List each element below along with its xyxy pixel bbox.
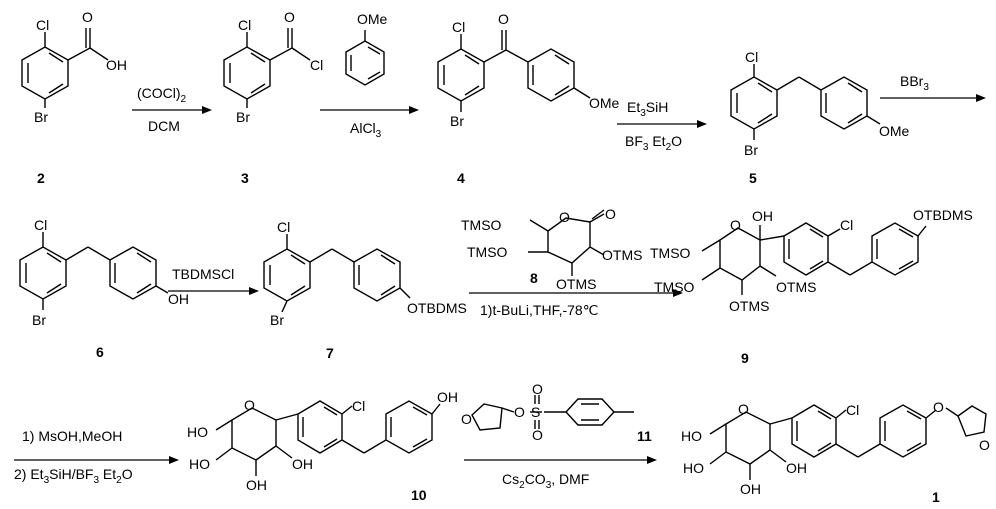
compound-10-oh-right: OH <box>292 456 313 472</box>
compound-9-otms-right: OTMS <box>776 279 816 295</box>
compound-6-cl: Cl <box>34 217 47 233</box>
compound-11-structure: O O O S O <box>461 381 634 443</box>
compound-9-cl: Cl <box>840 217 853 233</box>
compound-11-ester-o: O <box>514 404 525 420</box>
compound-2-carbonyl-o: O <box>82 9 93 25</box>
compound-11-s-o-top: O <box>532 381 543 397</box>
compound-1-ether-o: O <box>933 399 944 415</box>
step-4-5-lewis-acid: BF3 Et2O <box>625 133 682 153</box>
compound-1-oh-bottom: OH <box>740 481 761 497</box>
compound-4-br: Br <box>450 113 464 129</box>
compound-7-structure: Cl Br OTBDMS <box>263 219 467 328</box>
compound-1-ho-left: HO <box>683 460 704 476</box>
compound-5-structure: Cl Br OMe <box>730 49 910 158</box>
step-10-1-conditions: Cs2CO3, DMF <box>502 471 589 491</box>
compound-6-oh: OH <box>168 291 189 307</box>
compound-7-otbdms: OTBDMS <box>407 300 467 316</box>
compound-8-carbonyl-o: O <box>605 206 616 222</box>
compound-6-br: Br <box>32 312 46 328</box>
compound-10-cl: Cl <box>352 398 365 414</box>
anisole-structure: OMe <box>345 11 388 86</box>
compound-2-label: 2 <box>37 170 45 186</box>
anisole-ome: OMe <box>357 11 388 27</box>
compound-5-ome: OMe <box>879 123 910 139</box>
compound-2-oh: OH <box>106 57 127 73</box>
compound-4-cl: Cl <box>452 19 465 35</box>
compound-4-structure: Cl O Br OMe <box>437 11 620 129</box>
compound-3-carbonyl-o: O <box>284 9 295 25</box>
compound-11-label: 11 <box>637 428 652 444</box>
compound-10-label: 10 <box>411 487 427 503</box>
step-7-9-conditions: 1)t-BuLi,THF,-78℃ <box>480 302 598 318</box>
step-arrow-5-6 <box>880 94 986 102</box>
compound-4-carbonyl-o: O <box>498 11 509 27</box>
compound-3-label: 3 <box>241 170 249 186</box>
compound-9-structure: O OH Cl OTBDMS TMSO TMSO OTMS OTMS <box>650 207 973 314</box>
step-4-5-reagent: Et3SiH <box>627 99 668 119</box>
compound-10-ho-top: HO <box>187 424 208 440</box>
compound-7-cl: Cl <box>277 219 290 235</box>
compound-3-structure: Cl O Cl Br <box>223 9 323 125</box>
compound-4-label: 4 <box>457 170 465 186</box>
compound-11-s: S <box>531 404 540 420</box>
compound-3-cl: Cl <box>238 17 251 33</box>
compound-2-cl: Cl <box>36 17 49 33</box>
compound-9-otms-bottom: OTMS <box>729 298 769 314</box>
compound-8-otms-right: OTMS <box>602 247 642 263</box>
compound-8-tmso-left: TMSO <box>467 244 508 260</box>
compound-8-label: 8 <box>530 270 538 286</box>
step-5-6-reagent: BBr3 <box>900 73 929 93</box>
compound-1-cl: Cl <box>846 402 859 418</box>
compound-7-br: Br <box>270 312 284 328</box>
compound-11-ring-o: O <box>461 411 472 427</box>
step-arrow-9-10 <box>14 456 179 464</box>
compound-6-structure: Cl Br OH <box>19 217 189 328</box>
compound-11-s-o-bottom: O <box>532 427 543 443</box>
compound-1-oh-right: OH <box>786 460 807 476</box>
compound-10-oh-bottom: OH <box>246 477 267 493</box>
compound-10-phenol-oh: OH <box>437 389 458 405</box>
compound-10-structure: O Cl OH HO HO OH OH <box>187 389 458 493</box>
step-9-10-conditions-1: 1) MsOH,MeOH <box>22 428 122 444</box>
compound-1-label: 1 <box>932 489 940 505</box>
compound-3-acyl-cl: Cl <box>310 57 323 73</box>
compound-9-tmso-top: TMSO <box>650 245 691 261</box>
compound-8-otms-bottom: OTMS <box>556 276 596 292</box>
compound-8-tmso-top: TMSO <box>461 217 502 233</box>
compound-9-ring-o: O <box>730 217 741 233</box>
step-3-4-catalyst: AlCl3 <box>350 120 382 140</box>
compound-9-label: 9 <box>741 350 749 366</box>
compound-9-tmso-left: TMSO <box>654 279 695 295</box>
compound-4-ome: OMe <box>589 95 620 111</box>
step-2-3-solvent: DCM <box>148 118 180 134</box>
compound-6-label: 6 <box>96 344 104 360</box>
compound-5-br: Br <box>744 142 758 158</box>
step-arrow-7-9 <box>469 289 683 297</box>
compound-1-ring-o: O <box>738 401 749 417</box>
compound-9-otbdms: OTBDMS <box>913 207 973 223</box>
compound-5-label: 5 <box>749 170 757 186</box>
step-9-10-conditions-2: 2) Et3SiH/BF3 Et2O <box>14 466 133 486</box>
step-arrow-6-7 <box>168 287 259 295</box>
compound-7-label: 7 <box>326 345 334 361</box>
step-6-7-reagent: TBDMSCl <box>172 266 234 282</box>
step-arrow-10-1 <box>464 456 657 464</box>
compound-8-structure: O O TMSO TMSO OTMS OTMS <box>461 206 642 292</box>
compound-1-structure: O Cl O O HO HO OH OH <box>681 399 990 497</box>
compound-1-ho-top: HO <box>681 428 702 444</box>
compound-10-ring-o: O <box>244 397 255 413</box>
step-arrow-4-5 <box>617 120 707 128</box>
compound-2-br: Br <box>34 109 48 125</box>
compound-10-ho-left: HO <box>189 456 210 472</box>
compound-9-oh: OH <box>752 208 773 224</box>
compound-5-cl: Cl <box>745 49 758 65</box>
step-arrow-3-4 <box>320 106 419 114</box>
compound-8-ring-o: O <box>559 209 570 225</box>
compound-1-thf-o: O <box>979 437 990 453</box>
step-arrow-2-3 <box>132 106 212 114</box>
compound-3-br: Br <box>236 109 250 125</box>
step-2-3-reagent: (COCl)2 <box>137 85 187 105</box>
compound-2-structure: Cl O OH Br <box>21 9 127 125</box>
